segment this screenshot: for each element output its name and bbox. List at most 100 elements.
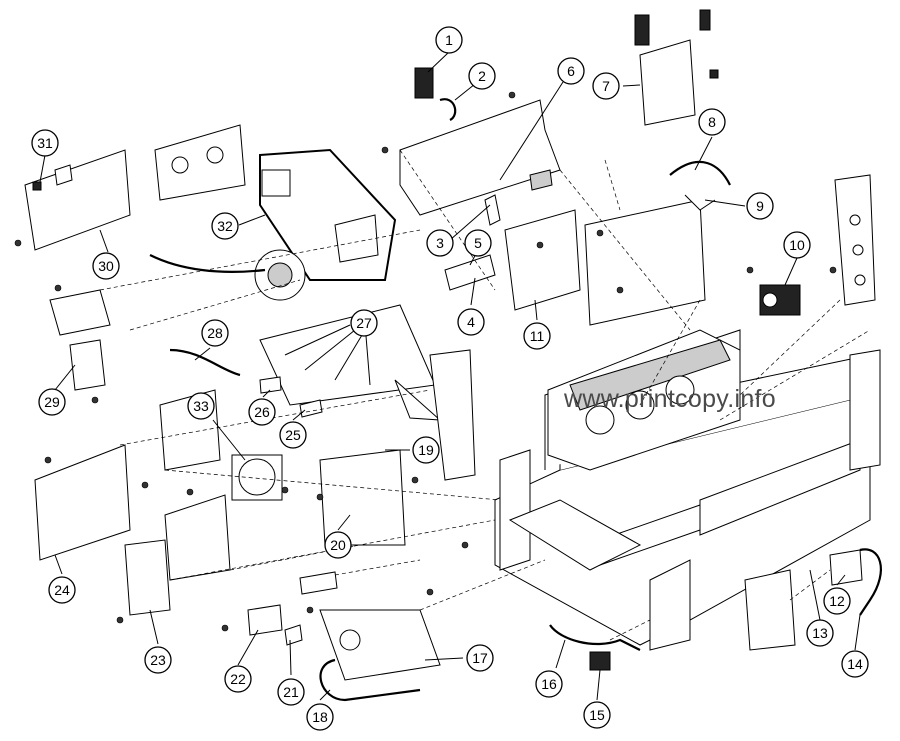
callout-5: 5 (464, 229, 492, 257)
callout-33: 33 (187, 392, 215, 420)
svg-text:33: 33 (193, 398, 209, 414)
callout-6: 6 (557, 57, 585, 85)
part-26 (259, 376, 282, 394)
frame-top-left (154, 124, 246, 201)
callout-17: 17 (466, 644, 494, 672)
part-21 (284, 624, 303, 646)
svg-text:20: 20 (330, 537, 346, 553)
callout-15: 15 (583, 701, 611, 729)
callout-7: 7 (592, 72, 620, 100)
svg-text:21: 21 (283, 684, 299, 700)
part-31 (32, 181, 42, 191)
svg-text:29: 29 (44, 394, 60, 410)
fan-33 (231, 454, 283, 501)
kit-box-32 (259, 148, 397, 281)
callout-8: 8 (698, 108, 726, 136)
callout-4: 4 (457, 308, 485, 336)
assembly-guide-lines (99, 149, 871, 641)
leader-lines (39, 51, 861, 701)
side-frame-right (834, 174, 876, 306)
svg-text:30: 30 (98, 258, 114, 274)
svg-text:2: 2 (478, 68, 486, 84)
callout-11: 11 (523, 322, 551, 350)
callout-3: 3 (426, 229, 454, 257)
svg-text:15: 15 (589, 707, 605, 723)
part-9 (684, 194, 716, 211)
svg-text:5: 5 (474, 235, 482, 251)
svg-text:26: 26 (254, 404, 270, 420)
callout-1: 1 (435, 26, 463, 54)
cable-18 (319, 658, 421, 702)
svg-text:23: 23 (150, 652, 166, 668)
svg-text:27: 27 (356, 315, 372, 331)
cable-14 (859, 548, 882, 616)
svg-text:32: 32 (217, 218, 233, 234)
callout-29: 29 (38, 388, 66, 416)
svg-text:18: 18 (312, 709, 328, 725)
part-1 (414, 67, 434, 99)
callout-13: 13 (806, 619, 834, 647)
motor (254, 249, 306, 301)
part-29 (49, 289, 111, 391)
callout-18: 18 (306, 703, 334, 731)
svg-text:16: 16 (541, 676, 557, 692)
callout-25: 25 (279, 421, 307, 449)
callout-21: 21 (277, 678, 305, 706)
callout-19: 19 (412, 436, 440, 464)
callout-2: 2 (468, 62, 496, 90)
part-10 (759, 284, 801, 316)
connector-22 (247, 571, 338, 636)
svg-text:1: 1 (445, 32, 453, 48)
svg-text:31: 31 (37, 135, 53, 151)
callout-20: 20 (324, 531, 352, 559)
callout-9: 9 (746, 192, 774, 220)
svg-text:9: 9 (756, 198, 764, 214)
board-7 (634, 9, 719, 126)
svg-text:6: 6 (567, 63, 575, 79)
cable-upper (149, 254, 266, 273)
callout-24: 24 (48, 576, 76, 604)
svg-text:10: 10 (789, 237, 805, 253)
board-17 (319, 609, 441, 681)
part-4-5 (444, 254, 496, 291)
part-15 (589, 651, 611, 671)
bracket-11 (504, 199, 706, 326)
callout-26: 26 (248, 398, 276, 426)
bracket-20 (319, 349, 476, 546)
watermark-text: www.printcopy.info (564, 385, 776, 413)
drive-gear-assembly (547, 329, 741, 471)
power-unit-23 (124, 494, 231, 616)
frame-30 (24, 149, 131, 251)
svg-text:11: 11 (530, 328, 545, 344)
callout-27: 27 (350, 309, 378, 337)
svg-text:24: 24 (54, 582, 70, 598)
svg-text:22: 22 (230, 671, 246, 687)
callout-23: 23 (144, 646, 172, 674)
panel-24 (34, 444, 131, 561)
cable-28 (169, 348, 241, 377)
svg-text:28: 28 (207, 325, 223, 341)
svg-text:13: 13 (812, 625, 828, 641)
callout-32: 32 (211, 212, 239, 240)
svg-text:3: 3 (436, 235, 444, 251)
board-12 (744, 549, 863, 651)
callout-12: 12 (823, 587, 851, 615)
svg-text:7: 7 (602, 78, 610, 94)
svg-text:12: 12 (829, 593, 845, 609)
cable-8 (669, 160, 731, 186)
screws (14, 91, 837, 632)
svg-text:25: 25 (285, 427, 301, 443)
callout-14: 14 (841, 650, 869, 678)
callout-16: 16 (535, 670, 563, 698)
svg-text:17: 17 (472, 650, 488, 666)
upper-bracket-6 (399, 99, 561, 216)
callout-10: 10 (783, 231, 811, 259)
callout-30: 30 (92, 252, 120, 280)
part-3 (484, 194, 501, 226)
svg-text:19: 19 (418, 442, 434, 458)
cable-16 (549, 624, 641, 651)
callout-28: 28 (201, 319, 229, 347)
harness-rail-27 (259, 304, 442, 421)
svg-text:4: 4 (467, 314, 475, 330)
